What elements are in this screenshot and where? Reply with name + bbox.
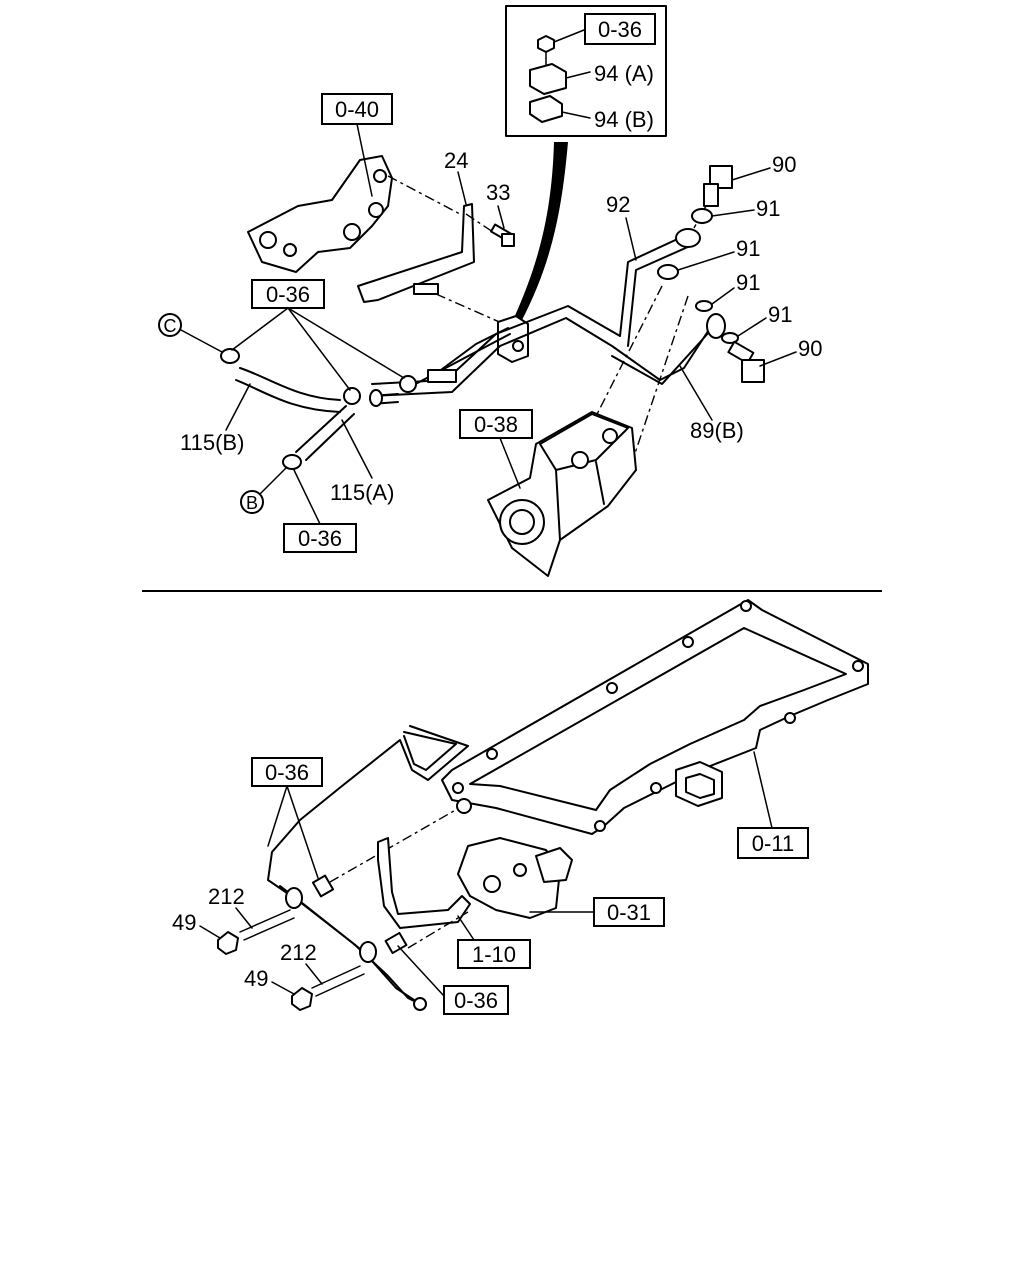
label-91-d: 91 <box>768 302 792 327</box>
ref-box-0-36-pipe <box>251 757 323 787</box>
ref-label-0-36-pipe: 0-36 <box>265 760 309 785</box>
marker-b-circle <box>240 490 264 514</box>
air-compressor <box>487 411 637 577</box>
nut-49-upper <box>217 931 239 955</box>
ref-label-inset: 0-36 <box>598 17 642 42</box>
banjo-fitting-89b <box>706 313 726 339</box>
inset-detail: 0-36 94 (A) 94 (B) <box>505 5 667 137</box>
bracket-0-40 <box>247 155 461 273</box>
label-115a: 115(A) <box>330 480 394 505</box>
marker-b-label: B <box>246 493 258 513</box>
ref-label-1-10: 1-10 <box>472 942 516 967</box>
clamp-94b-icon <box>529 95 563 123</box>
clamp-94a-icon <box>529 63 567 95</box>
ref-box-0-38 <box>459 409 533 439</box>
hose-clamps <box>220 348 457 470</box>
washer-91-a <box>691 208 713 224</box>
ref-label-0-31: 0-31 <box>607 900 651 925</box>
label-92: 92 <box>606 192 630 217</box>
bracket-1-10 <box>377 837 471 929</box>
ref-box-0-11 <box>737 827 809 859</box>
label-91-a: 91 <box>756 196 780 221</box>
ref-box-0-40 <box>321 93 393 125</box>
thermostat-housing-0-31 <box>457 837 573 919</box>
nut-icon <box>537 35 555 53</box>
label-90-bottom: 90 <box>798 336 822 361</box>
marker-c-label: C <box>164 316 177 336</box>
label-24: 24 <box>444 148 468 173</box>
banjo-fitting-92 <box>675 228 701 248</box>
ref-box-0-31 <box>593 897 665 927</box>
oil-pan-0-11 <box>441 599 869 835</box>
ref-label-0-36-bottom: 0-36 <box>454 988 498 1013</box>
banjo-bolt-90-bottom <box>727 340 765 383</box>
washer-91-d <box>721 332 739 344</box>
ref-label-0-38: 0-38 <box>474 412 518 437</box>
label-33: 33 <box>486 180 510 205</box>
ref-box-0-36-lower-hose <box>283 523 357 553</box>
ref-box-0-36-bottom <box>443 985 509 1015</box>
stud-212-upper <box>239 909 295 941</box>
label-49-a: 49 <box>172 910 196 935</box>
inset-frame <box>505 5 667 137</box>
ref-label-0-40: 0-40 <box>335 97 379 122</box>
label-90-top: 90 <box>772 152 796 177</box>
plate-24 <box>357 203 475 303</box>
label-89b: 89(B) <box>690 418 744 443</box>
ref-box-1-10 <box>457 939 531 969</box>
washer-91-b <box>657 264 679 280</box>
ref-label-0-36-lower-hose: 0-36 <box>298 526 342 551</box>
bolt-33 <box>490 223 515 247</box>
ref-box-inset <box>584 13 656 45</box>
label-212-b: 212 <box>280 940 317 965</box>
marker-c-circle <box>158 313 182 337</box>
label-115b: 115(B) <box>180 430 244 455</box>
nut-49-lower <box>291 987 313 1011</box>
label-94a: 94 (A) <box>594 61 654 86</box>
ref-label-0-11: 0-11 <box>752 831 794 856</box>
label-91-c: 91 <box>736 270 760 295</box>
inset-pointer-arrow <box>514 142 568 320</box>
washer-91-c <box>695 300 713 312</box>
stud-upper <box>413 283 439 295</box>
label-49-b: 49 <box>244 966 268 991</box>
label-91-b: 91 <box>736 236 760 261</box>
label-94b: 94 (B) <box>594 107 654 132</box>
ref-label-0-36-hose: 0-36 <box>266 282 310 307</box>
stud-212-lower <box>311 965 365 997</box>
banjo-bolt-90-top <box>703 165 733 207</box>
label-212-a: 212 <box>208 884 245 909</box>
